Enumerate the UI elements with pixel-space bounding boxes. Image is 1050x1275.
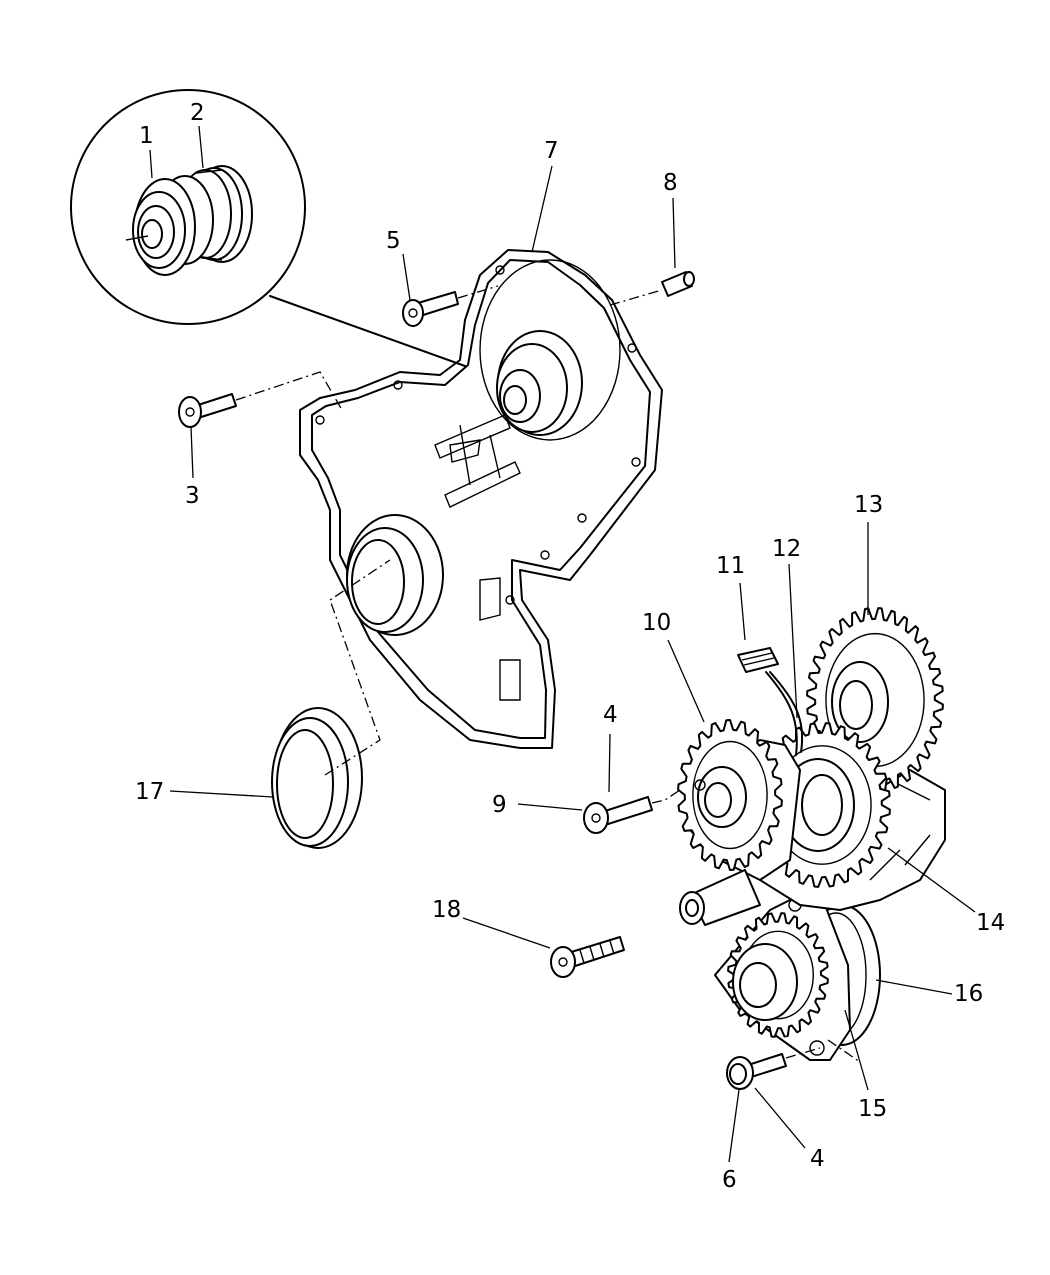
callout-1: 1 [139, 123, 154, 149]
detail-inset [70, 89, 491, 376]
callout-18: 18 [432, 897, 461, 923]
callout-3: 3 [185, 483, 200, 509]
part-4-6-bolt-washer [726, 1047, 821, 1090]
part-18-bolt [550, 936, 625, 978]
callout-14: 14 [976, 910, 1005, 936]
callout-10: 10 [642, 610, 671, 636]
callout-17: 17 [135, 779, 164, 805]
part-9-bolt [583, 789, 681, 834]
part-8-dowel [609, 271, 695, 306]
leader-lines [149, 125, 976, 1163]
callout-12: 12 [772, 536, 801, 562]
callout-11: 11 [716, 553, 745, 579]
callout-2: 2 [190, 100, 205, 126]
callout-5: 5 [386, 228, 401, 254]
callout-8: 8 [663, 170, 678, 196]
part-10-14-gear-assembly [677, 607, 946, 926]
callout-4-upper: 4 [603, 702, 618, 728]
callout-9: 9 [492, 792, 507, 818]
part-7-timing-cover [299, 249, 663, 749]
part-5-bolt [402, 285, 499, 327]
callout-7: 7 [544, 138, 559, 164]
part-1-nut [125, 175, 214, 276]
callout-13: 13 [854, 492, 883, 518]
callout-labels: 1 2 3 4 5 7 8 9 10 11 12 13 14 15 16 17 … [135, 100, 1005, 1193]
part-15-16-gear-housing [714, 894, 881, 1063]
callout-16: 16 [954, 981, 983, 1007]
callout-15: 15 [858, 1096, 887, 1122]
callout-6: 6 [722, 1167, 737, 1193]
callout-4-lower: 4 [810, 1146, 825, 1172]
part-3-bolt [178, 371, 343, 428]
part-17-oil-seal [271, 559, 391, 849]
